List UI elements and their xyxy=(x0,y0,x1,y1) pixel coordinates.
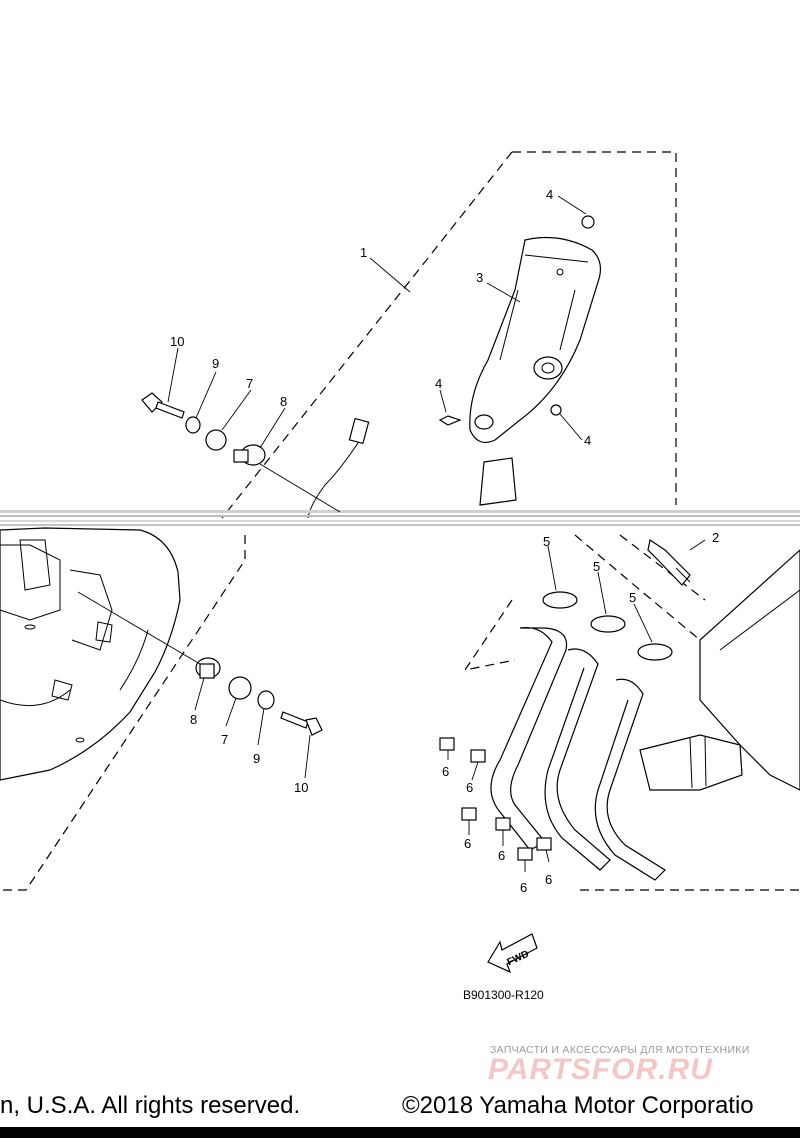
collar-8-lower xyxy=(195,657,221,679)
bolt-10-lower xyxy=(280,711,323,736)
pipe-stub xyxy=(479,457,517,506)
callout-6b: 6 xyxy=(466,780,473,795)
callout-7b: 7 xyxy=(221,732,228,747)
flange-nuts-6 xyxy=(439,737,552,861)
callout-6d: 6 xyxy=(498,848,505,863)
heat-protector xyxy=(469,236,602,443)
muffler-right xyxy=(699,549,800,791)
washer-9-upper xyxy=(185,416,201,434)
callout-9a: 9 xyxy=(212,356,219,371)
diagram-reference-code: B901300-R120 xyxy=(463,988,544,1002)
washer-9-lower xyxy=(257,690,275,710)
damper-7-lower xyxy=(228,676,252,700)
callout-4b: 4 xyxy=(435,376,442,391)
callout-2: 2 xyxy=(712,530,719,545)
leader-lines xyxy=(77,195,706,872)
watermark-logo: PARTSFOR.RU xyxy=(488,1053,713,1086)
callout-4a: 4 xyxy=(546,187,553,202)
oxygen-sensor xyxy=(647,539,691,586)
callout-5c: 5 xyxy=(629,590,636,605)
exhaust-header-pipes xyxy=(490,626,743,881)
collar-8-upper xyxy=(233,444,266,466)
callout-6c: 6 xyxy=(464,836,471,851)
watermark-tagline: ЗАПЧАСТИ И АКСЕССУАРЫ ДЛЯ МОТОТЕХНИКИ xyxy=(490,1044,750,1056)
sensor-lead xyxy=(307,417,370,519)
scan-noise-band xyxy=(0,510,800,526)
callout-6e: 6 xyxy=(520,880,527,895)
muffler-body xyxy=(0,527,181,781)
callout-7a: 7 xyxy=(246,376,253,391)
screw-4-parts xyxy=(438,215,595,426)
callout-9b: 9 xyxy=(253,751,260,766)
callout-10b: 10 xyxy=(294,780,308,795)
callout-3: 3 xyxy=(476,270,483,285)
callout-1: 1 xyxy=(360,245,367,260)
gaskets-5 xyxy=(542,591,673,661)
callout-5a: 5 xyxy=(543,534,550,549)
callout-10a: 10 xyxy=(170,334,184,349)
callout-4c: 4 xyxy=(584,433,591,448)
bottom-edge-bar xyxy=(0,1127,800,1138)
callout-8b: 8 xyxy=(190,712,197,727)
callout-5b: 5 xyxy=(593,559,600,574)
footer-copyright-right: ©2018 Yamaha Motor Corporatio xyxy=(402,1092,754,1119)
callout-8a: 8 xyxy=(280,394,287,409)
damper-7-upper xyxy=(205,429,227,451)
assembly-boundary-lines xyxy=(0,151,800,891)
bolt-10-upper xyxy=(141,392,185,419)
callout-6a: 6 xyxy=(442,764,449,779)
footer-copyright-left: n, U.S.A. All rights reserved. xyxy=(0,1092,301,1119)
callout-6f: 6 xyxy=(545,872,552,887)
forward-arrow-icon: FWD xyxy=(487,933,538,974)
callout-labels: 1 2 3 4 4 4 5 5 5 6 6 6 6 6 6 7 7 8 8 9 … xyxy=(170,187,719,895)
